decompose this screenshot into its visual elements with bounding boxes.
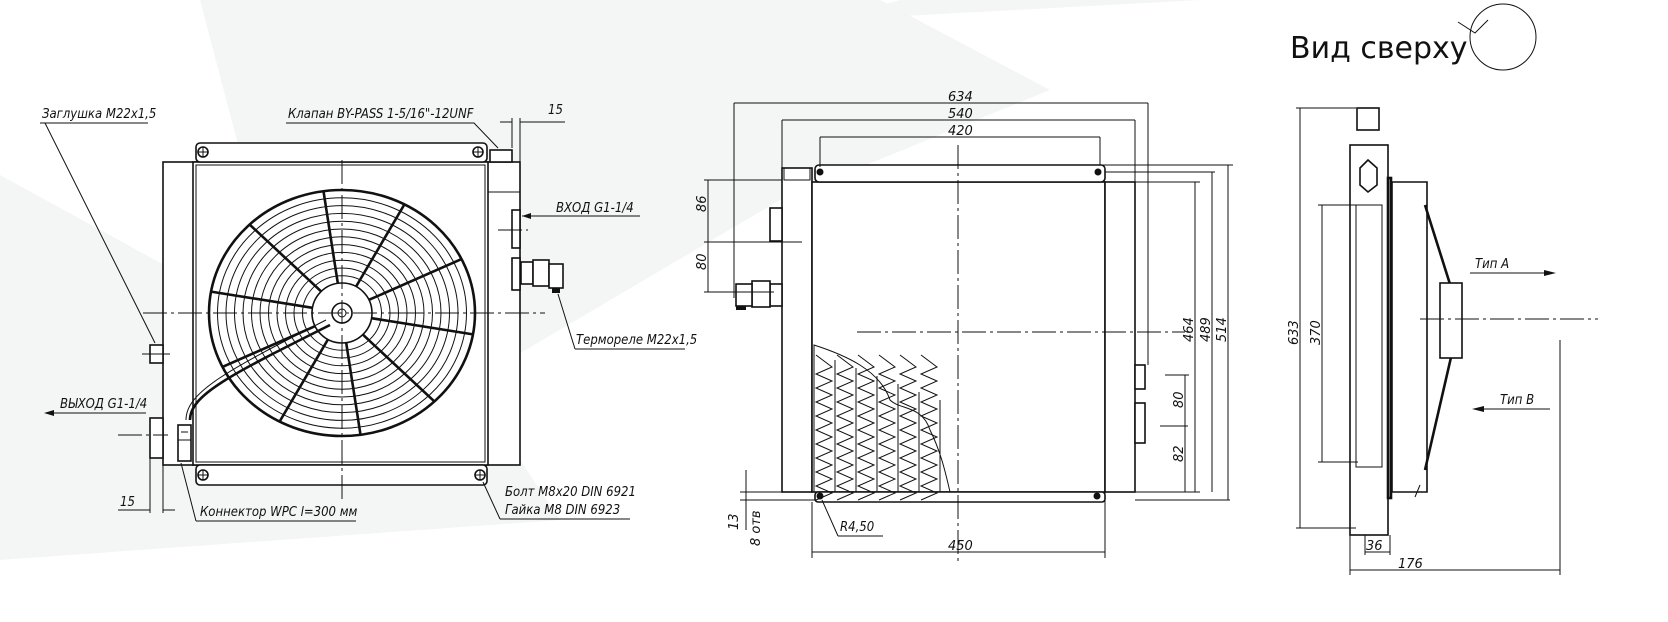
outlet-port	[149, 417, 164, 459]
top-fitting	[1356, 107, 1380, 131]
dim-80-left: 80	[695, 253, 710, 270]
fan-guard-spoke	[371, 316, 474, 336]
bypass-valve	[489, 149, 513, 163]
cooling-fin	[898, 354, 918, 501]
outlet-label: ВЫХОД G1-1/4	[60, 397, 147, 412]
view-direction-icon	[1457, 3, 1537, 71]
fan-guard-spoke	[354, 203, 406, 288]
mount-hole	[1094, 168, 1102, 176]
dim-370: 370	[1309, 320, 1324, 345]
bolt-label: Болт M8x20 DIN 6921	[505, 485, 636, 500]
connector-icon	[177, 424, 192, 462]
fin-cutaway	[813, 344, 951, 501]
port	[1134, 364, 1146, 390]
type-b-label: Тип B	[1500, 393, 1534, 408]
dim-36: 36	[1366, 539, 1383, 554]
dim-514: 514	[1215, 317, 1230, 342]
thermo-switch-icon	[520, 259, 564, 293]
bypass-offset-dim: 15	[548, 103, 563, 118]
outlet-offset-dim: 15	[120, 495, 135, 510]
dim-540: 540	[948, 107, 973, 122]
inlet-port	[769, 207, 783, 242]
inlet-port	[511, 209, 521, 249]
radius-label: R4,50	[840, 520, 874, 535]
bolt-icon	[197, 469, 209, 481]
fan-guard-spoke	[210, 290, 313, 310]
dim-13: 13	[727, 513, 742, 530]
fan-guard-spoke	[248, 223, 323, 293]
front-view: Заглушка M22x1,5 Клапан BY-PASS 1-5/16"-…	[40, 103, 697, 522]
cooling-fin	[814, 354, 834, 501]
fan-guard-spoke	[344, 342, 362, 436]
cooling-fin	[919, 354, 939, 501]
bolt-icon	[472, 146, 484, 158]
mount-hole	[816, 168, 824, 176]
port	[1134, 402, 1146, 444]
dim-420: 420	[948, 124, 973, 139]
thermo-switch-icon	[735, 280, 783, 310]
thermo-label: Термореле M22x1,5	[576, 333, 697, 348]
inlet-label: ВХОД G1-1/4	[556, 201, 634, 216]
bottom-mount-bar	[814, 491, 1106, 503]
dim-82: 82	[1172, 445, 1187, 462]
mount-hole	[1093, 492, 1101, 500]
bolt-icon	[474, 469, 486, 481]
dim-176: 176	[1398, 557, 1423, 572]
plug-label: Заглушка M22x1,5	[42, 107, 156, 122]
dim-450: 450	[948, 539, 973, 554]
fan-guard-spoke	[278, 338, 330, 423]
fan-guard-spoke	[221, 324, 316, 369]
dim-489: 489	[1199, 317, 1214, 342]
right-tank	[1104, 181, 1136, 493]
nut-label: Гайка M8 DIN 6923	[505, 503, 620, 518]
fan-guard-spoke	[361, 333, 436, 403]
bolt-icon	[197, 146, 209, 158]
view-title: Вид сверху	[1290, 31, 1468, 66]
connector-label: Коннектор WPC l=300 мм	[200, 505, 358, 520]
fan-shroud	[1391, 181, 1428, 493]
dim-80-right: 80	[1172, 391, 1187, 408]
cooling-fin	[835, 354, 855, 501]
top-mount-bar	[195, 142, 488, 163]
left-tank	[781, 167, 813, 493]
dim-464: 464	[1182, 317, 1197, 342]
fan-guard-spoke	[322, 190, 340, 284]
cooling-fin	[856, 354, 876, 501]
dim-634: 634	[948, 90, 973, 105]
type-a-label: Тип A	[1475, 257, 1509, 272]
cooling-fin	[877, 354, 897, 501]
dim-633: 633	[1287, 320, 1302, 345]
hex-nut-icon	[1359, 158, 1378, 194]
rear-view: 634 540 420 86 80 464 489 514 80 82 13 8…	[695, 90, 1233, 565]
side-view: Вид сверху 633 370 Тип A Тип B 36 176	[1287, 3, 1598, 575]
dim-86: 86	[695, 195, 710, 212]
holes-count: 8 отв	[749, 510, 764, 546]
mount-plate	[1386, 176, 1393, 500]
fan-motor	[1439, 282, 1463, 359]
fan-guard-spoke	[368, 257, 463, 302]
fan-cable	[188, 323, 331, 421]
bypass-label: Клапан BY-PASS 1-5/16"-12UNF	[288, 107, 474, 122]
top-mount-bar	[814, 164, 1106, 183]
